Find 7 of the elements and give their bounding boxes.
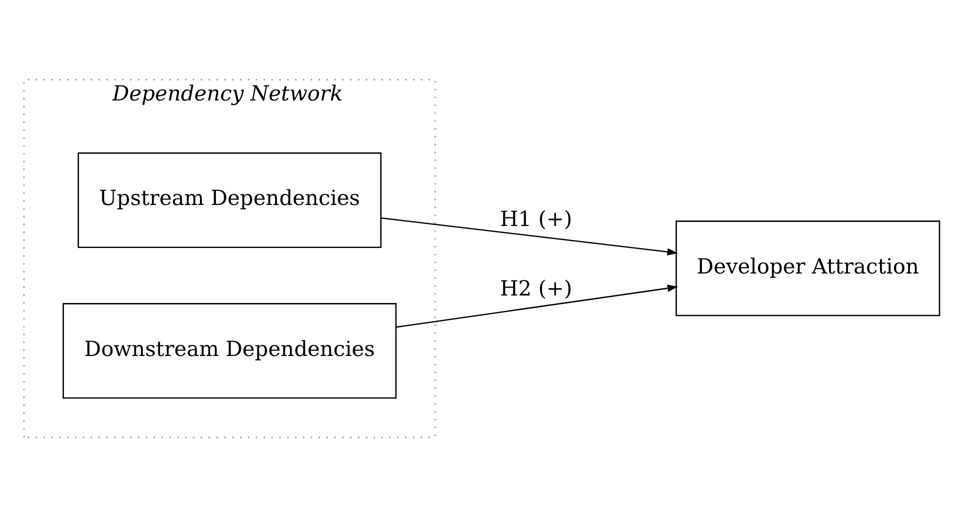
node-box: Upstream Dependencies — [78, 152, 382, 248]
node-box: Developer Attraction — [676, 220, 940, 316]
edge-label: H1 (+) — [500, 207, 572, 232]
arrow — [396, 284, 678, 328]
node-box: Downstream Dependencies — [62, 303, 397, 399]
arrow — [380, 217, 678, 256]
edge-label: H2 (+) — [500, 276, 572, 301]
